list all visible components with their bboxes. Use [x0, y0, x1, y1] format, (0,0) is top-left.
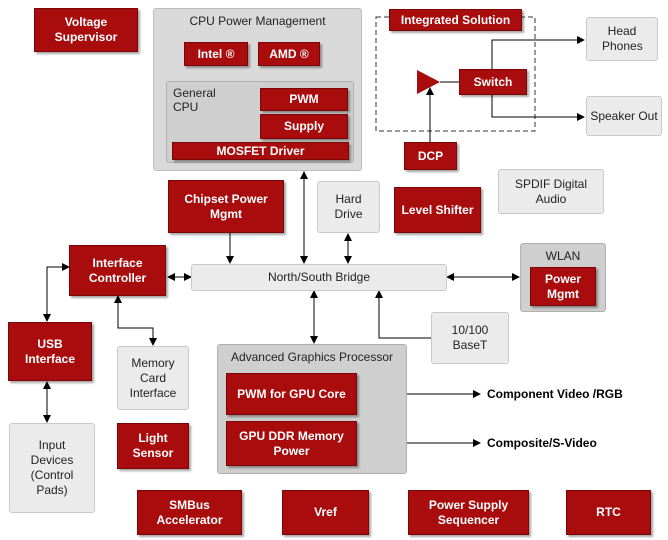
- general-cpu-label: General CPU: [173, 86, 216, 114]
- power-supply-sequencer-block: Power Supply Sequencer: [408, 490, 529, 535]
- head-phones-label: Head Phones: [602, 24, 643, 53]
- speaker-out-block: Speaker Out: [586, 96, 662, 136]
- vref-label: Vref: [314, 505, 337, 519]
- level-shifter-block: Level Shifter: [394, 187, 481, 233]
- rtc-block: RTC: [566, 490, 651, 535]
- light-sensor-label: Light Sensor: [132, 431, 174, 460]
- input-devices-label: Input Devices (Control Pads): [30, 438, 74, 497]
- mosfet-driver-block: MOSFET Driver: [172, 142, 349, 160]
- smbus-accelerator-label: SMBus Accelerator: [156, 497, 223, 527]
- supply-label: Supply: [283, 119, 324, 133]
- pwm-gpu-core-block: PWM for GPU Core: [226, 373, 357, 415]
- usb-interface-block: USB Interface: [8, 322, 92, 381]
- memory-card-interface-block: Memory Card Interface: [117, 346, 189, 410]
- rtc-label: RTC: [596, 505, 621, 519]
- cpu-power-management-label: CPU Power Management: [189, 14, 326, 28]
- switch-to-speaker-arrow: [491, 95, 585, 121]
- voltage-supervisor-label: Voltage Supervisor: [54, 15, 118, 44]
- light-sensor-block: Light Sensor: [117, 423, 189, 469]
- mosfet-driver-label: MOSFET Driver: [216, 143, 305, 158]
- audio-amplifier-icon: [417, 70, 440, 94]
- power-mgmt-label: Power Mgmt: [544, 271, 581, 301]
- ethernet-block: 10/100 BaseT: [431, 312, 509, 364]
- gpu-ddr-memory-power-label: GPU DDR Memory Power: [239, 428, 344, 458]
- vref-block: Vref: [282, 490, 369, 535]
- component-video-label: Component Video /RGB: [487, 387, 623, 401]
- amd-label: AMD ®: [269, 46, 309, 61]
- interface-controller-label: Interface Controller: [88, 255, 147, 285]
- pwm-block: PWM: [260, 88, 348, 111]
- hard-drive-label: Hard Drive: [334, 192, 363, 221]
- intel-label: Intel ®: [197, 46, 235, 61]
- ifc-usb-arrow: [43, 263, 70, 322]
- power-supply-sequencer-label: Power Supply Sequencer: [428, 497, 509, 527]
- supply-block: Supply: [260, 114, 348, 139]
- head-phones-block: Head Phones: [586, 17, 658, 61]
- ethernet-label: 10/100 BaseT: [451, 323, 489, 352]
- gpu-ddr-memory-power-block: GPU DDR Memory Power: [226, 421, 357, 466]
- speaker-out-label: Speaker Out: [590, 108, 658, 123]
- north-south-bridge-block: North/South Bridge: [191, 264, 447, 291]
- pwm-gpu-core-label: PWM for GPU Core: [237, 386, 346, 401]
- integrated-solution-block: Integrated Solution: [389, 9, 522, 31]
- spdif-block: SPDIF Digital Audio: [498, 169, 604, 214]
- usb-interface-label: USB Interface: [24, 336, 76, 366]
- level-shifter-label: Level Shifter: [401, 202, 474, 217]
- switch-label: Switch: [473, 74, 513, 89]
- bridge-ethernet-arrow: [375, 290, 431, 339]
- intel-block: Intel ®: [184, 42, 248, 66]
- pwm-label: PWM: [289, 92, 319, 106]
- power-mgmt-block: Power Mgmt: [530, 267, 596, 306]
- chipset-power-mgmt-block: Chipset Power Mgmt: [168, 180, 284, 233]
- input-devices-block: Input Devices (Control Pads): [9, 423, 95, 513]
- integrated-solution-label: Integrated Solution: [400, 12, 511, 27]
- smbus-accelerator-block: SMBus Accelerator: [137, 490, 242, 535]
- spdif-label: SPDIF Digital Audio: [514, 176, 588, 206]
- chipset-power-mgmt-label: Chipset Power Mgmt: [184, 191, 268, 221]
- memory-card-interface-label: Memory Card Interface: [129, 355, 177, 400]
- advanced-graphics-processor-label: Advanced Graphics Processor: [230, 350, 394, 364]
- switch-to-headphones-arrow: [491, 36, 585, 69]
- hard-drive-block: Hard Drive: [317, 181, 380, 233]
- north-south-bridge-label: North/South Bridge: [267, 270, 371, 284]
- amd-block: AMD ®: [258, 42, 320, 66]
- ifc-memcard-arrow: [114, 295, 157, 346]
- interface-controller-block: Interface Controller: [69, 245, 166, 296]
- wlan-label: WLAN: [545, 249, 581, 263]
- switch-block: Switch: [459, 69, 527, 95]
- dcp-label: DCP: [417, 148, 444, 163]
- voltage-supervisor-block: Voltage Supervisor: [34, 8, 138, 52]
- dcp-block: DCP: [404, 142, 457, 170]
- integrated-solution-frame: [375, 16, 536, 132]
- composite-video-label: Composite/S-Video: [487, 436, 597, 450]
